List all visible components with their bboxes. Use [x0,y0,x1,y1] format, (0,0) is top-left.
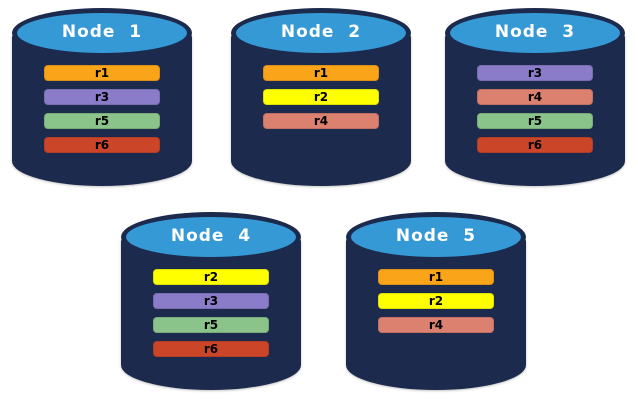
replica-bar-r6: r6 [477,137,593,153]
replica-bar-r2: r2 [378,293,494,309]
cylinder-top-ellipse: Node 5 [346,212,526,262]
replica-label: r4 [428,318,444,332]
replica-label: r5 [203,318,219,332]
replica-label: r2 [313,90,329,104]
replica-bar-r3: r3 [44,89,160,105]
replica-label: r4 [527,90,543,104]
cylinder-top-ellipse: Node 1 [12,8,192,58]
replica-label: r1 [94,66,110,80]
cylinder-top-ellipse: Node 4 [121,212,301,262]
replica-bar-r1: r1 [44,65,160,81]
replica-label: r6 [94,138,110,152]
replica-bar-r1: r1 [263,65,379,81]
replica-bar-r4: r4 [263,113,379,129]
cylinder-top-ellipse: Node 2 [231,8,411,58]
replica-label: r3 [527,66,543,80]
replica-label: r2 [203,270,219,284]
node-1-cylinder: Node 1 r1 r3 r5 r6 [12,8,192,186]
replica-bar-r4: r4 [378,317,494,333]
replica-label: r3 [94,90,110,104]
replica-list: r1 r2 r4 [346,269,526,333]
node-4-cylinder: Node 4 r2 r3 r5 r6 [121,212,301,390]
node-label: Node 3 [494,22,576,42]
replica-bar-r2: r2 [263,89,379,105]
node-2-cylinder: Node 2 r1 r2 r4 [231,8,411,186]
replica-bar-r6: r6 [153,341,269,357]
node-5-cylinder: Node 5 r1 r2 r4 [346,212,526,390]
replica-bar-r5: r5 [477,113,593,129]
replica-label: r5 [527,114,543,128]
replica-list: r1 r2 r4 [231,65,411,129]
replica-bar-r3: r3 [477,65,593,81]
replica-bar-r5: r5 [44,113,160,129]
replica-bar-r6: r6 [44,137,160,153]
replica-bar-r2: r2 [153,269,269,285]
replica-list: r3 r4 r5 r6 [445,65,625,153]
replica-label: r1 [313,66,329,80]
node-label: Node 4 [170,226,252,246]
node-3-cylinder: Node 3 r3 r4 r5 r6 [445,8,625,186]
replica-list: r2 r3 r5 r6 [121,269,301,357]
replica-label: r4 [313,114,329,128]
replica-label: r1 [428,270,444,284]
replica-label: r2 [428,294,444,308]
replica-bar-r4: r4 [477,89,593,105]
replica-bar-r1: r1 [378,269,494,285]
replica-bar-r3: r3 [153,293,269,309]
replica-label: r5 [94,114,110,128]
replica-label: r3 [203,294,219,308]
replica-list: r1 r3 r5 r6 [12,65,192,153]
node-label: Node 1 [61,22,143,42]
node-label: Node 2 [280,22,362,42]
node-label: Node 5 [395,226,477,246]
replica-label: r6 [527,138,543,152]
replica-bar-r5: r5 [153,317,269,333]
cylinder-top-ellipse: Node 3 [445,8,625,58]
replica-label: r6 [203,342,219,356]
